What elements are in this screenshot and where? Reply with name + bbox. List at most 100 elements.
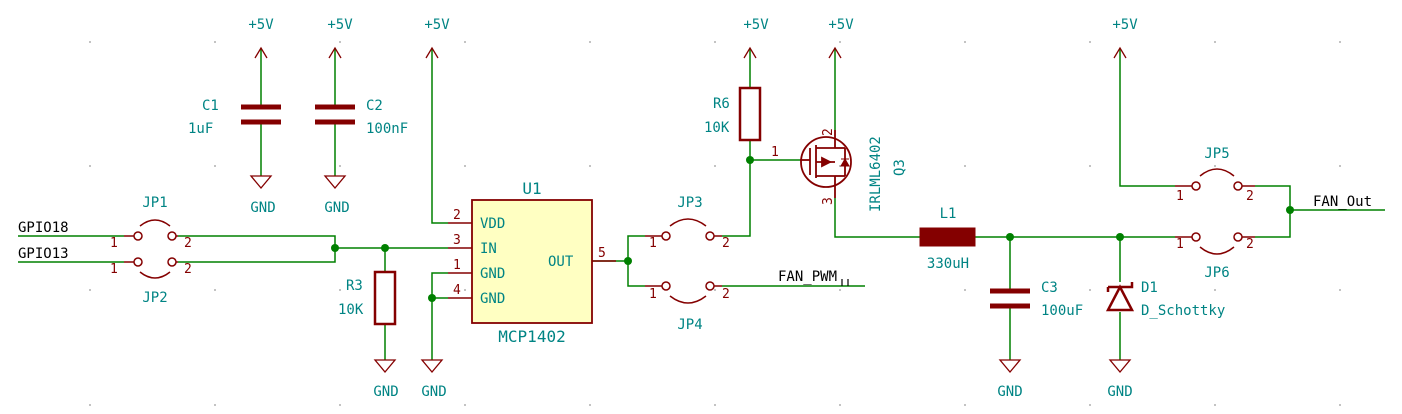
gnd-label: GND bbox=[324, 200, 349, 216]
c1-ref: C1 bbox=[202, 98, 219, 114]
u1-pin-num: 5 bbox=[598, 246, 606, 261]
ic-u1-body bbox=[471, 199, 593, 324]
gnd-symbol bbox=[420, 359, 444, 374]
u1-pin-name-gnd: GND bbox=[480, 266, 505, 282]
jumpers bbox=[124, 168, 1255, 304]
grid-dot bbox=[89, 41, 91, 43]
junction-dot bbox=[624, 257, 632, 265]
gnd-label: GND bbox=[421, 384, 446, 400]
net-label-gpio18: GPIO18 bbox=[18, 220, 69, 236]
plus5v-label: +5V bbox=[248, 17, 274, 33]
resistor-r3 bbox=[373, 270, 397, 326]
net-label-fan-pwm: FAN_PWM bbox=[778, 269, 837, 285]
wire-jp3-gate bbox=[722, 160, 751, 237]
u1-pin-name-vdd: VDD bbox=[480, 216, 505, 232]
capacitor-c1 bbox=[241, 104, 281, 125]
jumper-jp3 bbox=[645, 218, 722, 241]
grid-dot bbox=[89, 289, 91, 291]
grid-dots bbox=[89, 41, 1341, 406]
junction-dot bbox=[1116, 233, 1124, 241]
junction-dot bbox=[746, 156, 754, 164]
u1-ref: U1 bbox=[522, 179, 541, 198]
r3-ref: R3 bbox=[346, 278, 363, 294]
plus5v-symbol bbox=[1113, 46, 1127, 59]
d1-ref: D1 bbox=[1141, 280, 1158, 296]
plus5v-symbol bbox=[425, 46, 439, 59]
grid-dot bbox=[464, 41, 466, 43]
grid-dot bbox=[464, 404, 466, 406]
plus5v-symbol bbox=[828, 46, 842, 59]
gnd-symbol bbox=[249, 175, 273, 190]
jp1-pin-2: 2 bbox=[184, 236, 192, 251]
junctions bbox=[331, 156, 1294, 302]
grid-dot bbox=[1339, 404, 1341, 406]
jumper-jp6 bbox=[1175, 232, 1255, 255]
mosfet-q3 bbox=[800, 130, 852, 198]
plus5v-label: +5V bbox=[327, 17, 353, 33]
gnd-label: GND bbox=[997, 384, 1022, 400]
c2-ref: C2 bbox=[366, 98, 383, 114]
junction-dot bbox=[428, 294, 436, 302]
jp1-ref: JP1 bbox=[142, 195, 167, 211]
junction-dot bbox=[331, 244, 339, 252]
jp4-ref: JP4 bbox=[677, 317, 702, 333]
jumper-jp5 bbox=[1175, 168, 1255, 191]
wire-jp5-in bbox=[1119, 48, 1175, 187]
grid-dot bbox=[464, 289, 466, 291]
q3-value: IRLML6402 bbox=[868, 136, 884, 212]
grid-dot bbox=[839, 289, 841, 291]
grid-dot bbox=[964, 165, 966, 167]
grid-dot bbox=[1214, 289, 1216, 291]
q3-pin-2: 2 bbox=[821, 128, 836, 136]
net-label-gpio13: GPIO13 bbox=[18, 246, 69, 262]
grid-dot bbox=[1089, 165, 1091, 167]
grid-dot bbox=[89, 165, 91, 167]
r6-ref: R6 bbox=[713, 96, 730, 112]
grid-dot bbox=[464, 165, 466, 167]
c2-value: 100nF bbox=[366, 121, 408, 137]
grid-dot bbox=[339, 404, 341, 406]
q3-pin-1: 1 bbox=[771, 145, 779, 160]
u1-pin-name-out: OUT bbox=[548, 254, 574, 270]
grid-dot bbox=[964, 289, 966, 291]
wire-u1-vdd bbox=[431, 48, 448, 224]
grid-dot bbox=[714, 289, 716, 291]
c3-value: 100uF bbox=[1041, 303, 1083, 319]
jp6-pin-2: 2 bbox=[1246, 237, 1254, 252]
capacitor-c2 bbox=[315, 104, 355, 125]
grid-dot bbox=[589, 41, 591, 43]
junction-dot bbox=[1286, 206, 1294, 214]
jp3-pin-2: 2 bbox=[722, 236, 730, 251]
wire-q3-drain bbox=[834, 198, 920, 238]
grid-dot bbox=[714, 41, 716, 43]
jumper-jp2 bbox=[124, 257, 178, 279]
jp5-pin-2: 2 bbox=[1246, 189, 1254, 204]
u1-pin-num: 3 bbox=[453, 233, 461, 248]
gnd-symbol bbox=[323, 175, 347, 190]
capacitor-c3 bbox=[990, 288, 1030, 309]
junction-dot bbox=[381, 244, 389, 252]
jp5-ref: JP5 bbox=[1204, 146, 1229, 162]
jp3-pin-1: 1 bbox=[649, 236, 657, 251]
grid-dot bbox=[714, 165, 716, 167]
jp5-pin-1: 1 bbox=[1176, 189, 1184, 204]
q3-pin-3: 3 bbox=[821, 197, 836, 205]
jp2-pin-1: 1 bbox=[110, 262, 118, 277]
l1-value: 330uH bbox=[927, 256, 969, 272]
jp4-pin-1: 1 bbox=[649, 287, 657, 302]
gnd-symbol bbox=[1108, 359, 1132, 374]
jumper-jp1 bbox=[124, 219, 178, 241]
jp6-ref: JP6 bbox=[1204, 265, 1229, 281]
jp3-ref: JP3 bbox=[677, 195, 702, 211]
c1-value: 1uF bbox=[188, 121, 213, 137]
grid-dot bbox=[1214, 41, 1216, 43]
jp2-ref: JP2 bbox=[142, 290, 167, 306]
fan-pwm-marker bbox=[841, 279, 849, 286]
wire-u1-gnd bbox=[431, 272, 448, 360]
q3-ref: Q3 bbox=[892, 159, 908, 176]
u1-pin-num: 4 bbox=[453, 283, 461, 298]
l1-ref: L1 bbox=[940, 206, 957, 222]
grid-dot bbox=[1339, 165, 1341, 167]
grid-dot bbox=[589, 165, 591, 167]
resistor-r6 bbox=[738, 86, 762, 142]
